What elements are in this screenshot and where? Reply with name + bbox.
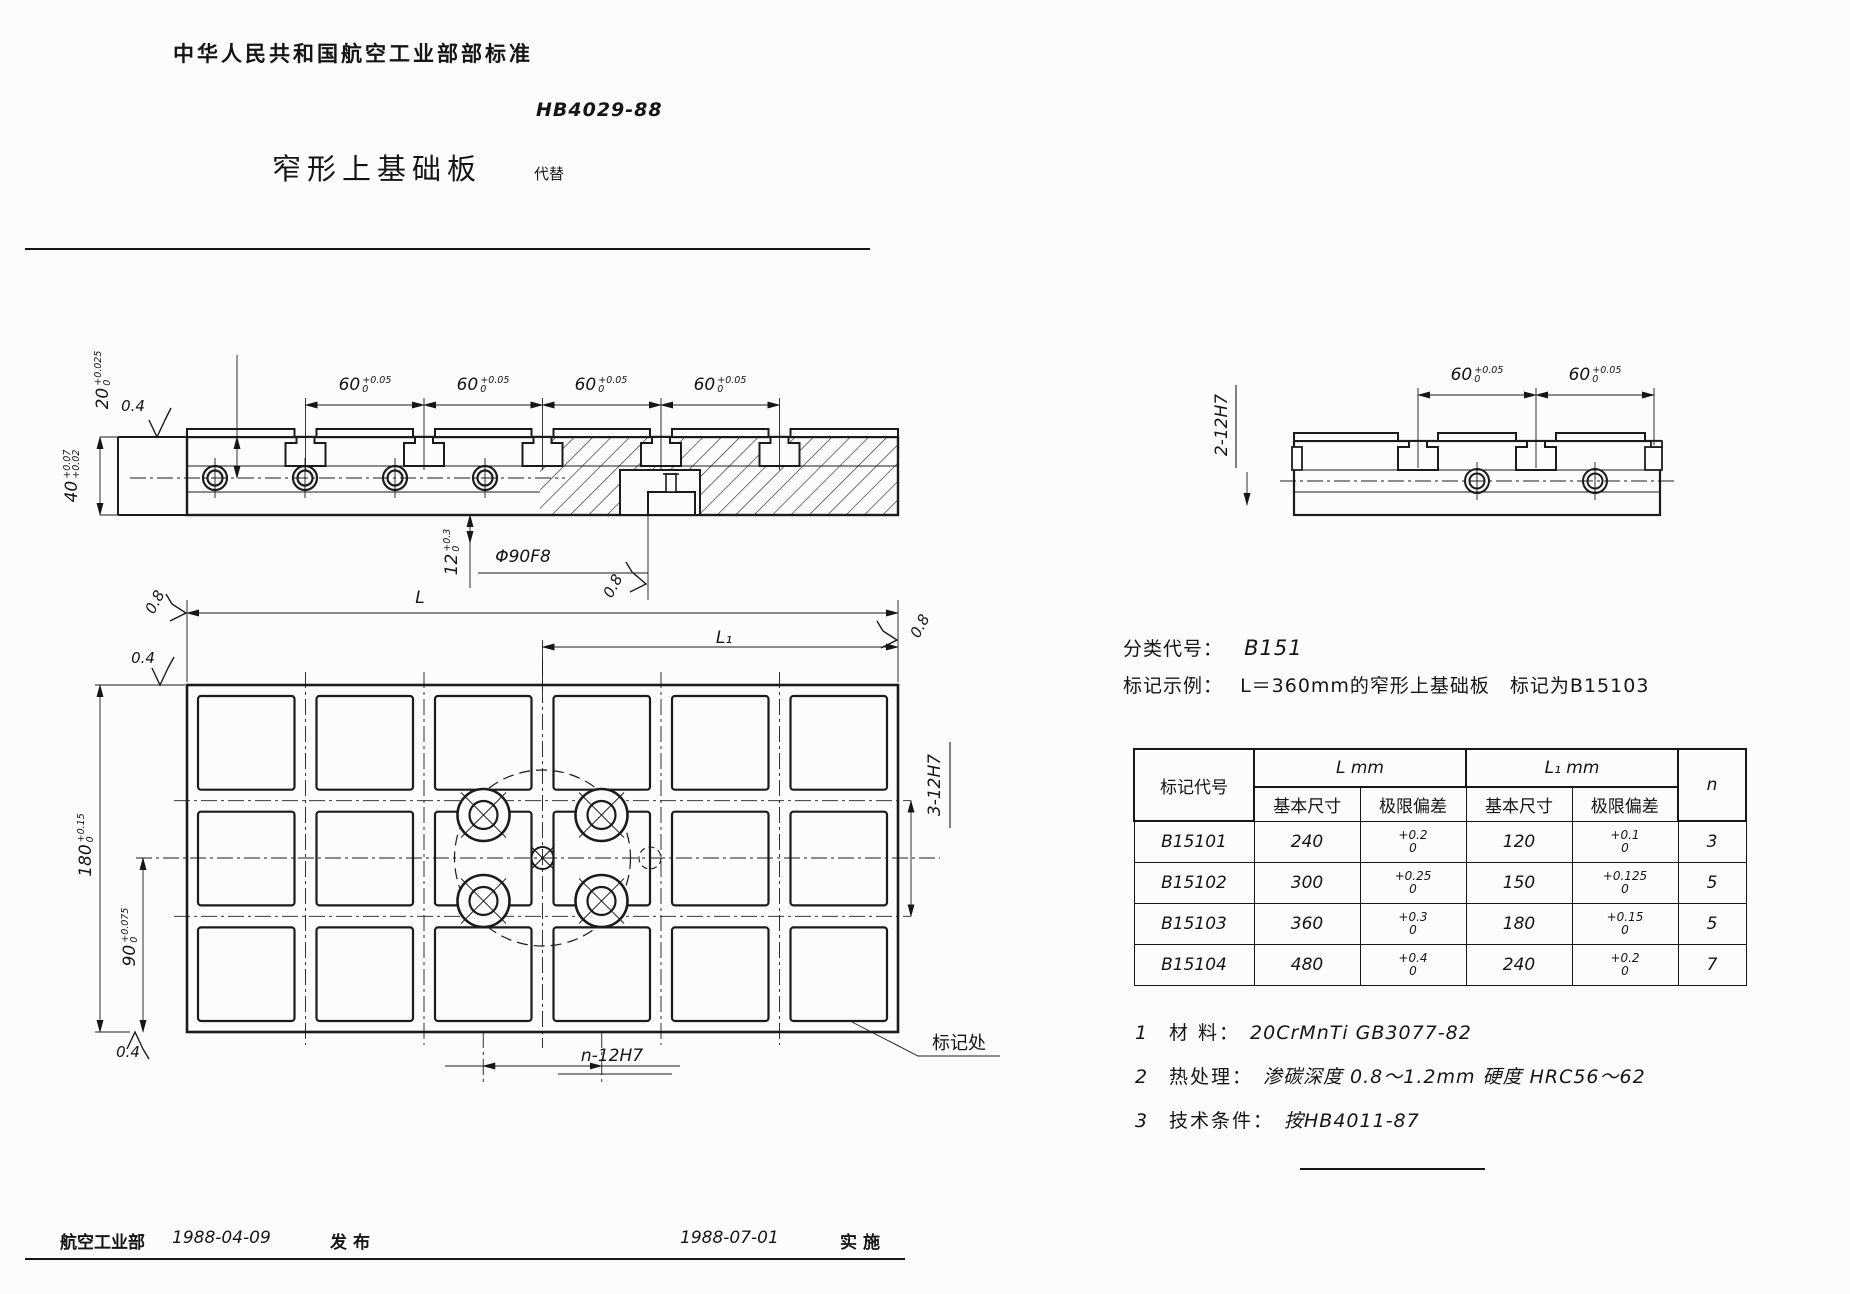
page-title: 窄形上基础板 [272, 152, 483, 186]
plan-pads [196, 694, 889, 1023]
mark-position-label: 标记处 [932, 1033, 986, 1054]
col-header-L1: L₁ mm [1465, 748, 1679, 788]
end-view [1235, 385, 1675, 517]
note-technical-conditions: 3 技术条件： 按HB4011-87 [1135, 1110, 1420, 1132]
subcol-basic: 基本尺寸 [1253, 786, 1361, 822]
front-view [96, 355, 900, 600]
title-rule [25, 248, 870, 250]
example-value: L＝360mm的窄形上基础板 标记为B15103 [1240, 675, 1650, 697]
col-header-L: L mm [1253, 748, 1467, 788]
slots-bottom-label: n-12H7 [580, 1046, 644, 1066]
footer-issue-date: 1988-04-09 [172, 1228, 271, 1248]
subcol-tol: 极限偏差 [1359, 786, 1467, 822]
footer-impl-label: 实施 [840, 1233, 886, 1253]
notes-block: 1 材 料： 20CrMnTi GB3077-82 2 热处理： 渗碳深度 0.… [1135, 1018, 1646, 1150]
standard-name: 中华人民共和国航空工业部部标准 [173, 42, 533, 66]
col-header-n: n [1677, 748, 1747, 822]
slots-right-label: 3-12H7 [925, 753, 945, 817]
bottom-short-rule [1300, 1168, 1485, 1170]
center-hole [530, 846, 555, 870]
dim-bore-label: Φ90F8 [495, 547, 551, 567]
note-material: 1 材 料： 20CrMnTi GB3077-82 [1135, 1022, 1472, 1044]
dim-L1-label: L₁ [715, 628, 733, 648]
slots-end-label: 2-12H7 [1212, 393, 1232, 457]
footer-issuer: 航空工业部 [60, 1233, 145, 1253]
dim-L-label: L [415, 588, 425, 608]
dim-40-label: 40 +0.07+0.02 [61, 449, 83, 503]
bolt-circle [453, 769, 632, 947]
plan-view [95, 593, 1000, 1082]
specification-table: 标记代号 L mm L₁ mm n 基本尺寸 极限偏差 基本尺寸 极限偏差 B1… [1133, 748, 1747, 986]
classification-label: 分类代号： [1123, 638, 1224, 660]
footer-rule [25, 1258, 905, 1260]
subcol-tol: 极限偏差 [1571, 786, 1679, 822]
replaces-label: 代替 [534, 165, 565, 183]
mark-position-circle [638, 846, 662, 870]
t-slot-profiles [284, 436, 801, 467]
document-number: HB4029-88 [536, 99, 663, 121]
col-header-code: 标记代号 [1133, 748, 1255, 822]
example-line: 标记示例： L＝360mm的窄形上基础板 标记为B15103 [1123, 671, 1649, 698]
surface-finish-mark [148, 407, 172, 439]
classification-line: 分类代号： B151 [1123, 634, 1303, 661]
footer-impl-date: 1988-07-01 [680, 1228, 779, 1248]
finish-04-label: 0.4 [131, 649, 155, 667]
example-label: 标记示例： [1123, 675, 1224, 697]
classification-value: B151 [1244, 636, 1303, 660]
subcol-basic: 基本尺寸 [1465, 786, 1573, 822]
note-heat-treatment: 2 热处理： 渗碳深度 0.8～1.2mm 硬度 HRC56～62 [1135, 1066, 1646, 1088]
finish-04-label: 0.4 [116, 1043, 140, 1061]
finish-04-label: 0.4 [121, 397, 145, 415]
ring-holes [456, 787, 629, 929]
footer-issue-label: 发布 [330, 1233, 376, 1253]
